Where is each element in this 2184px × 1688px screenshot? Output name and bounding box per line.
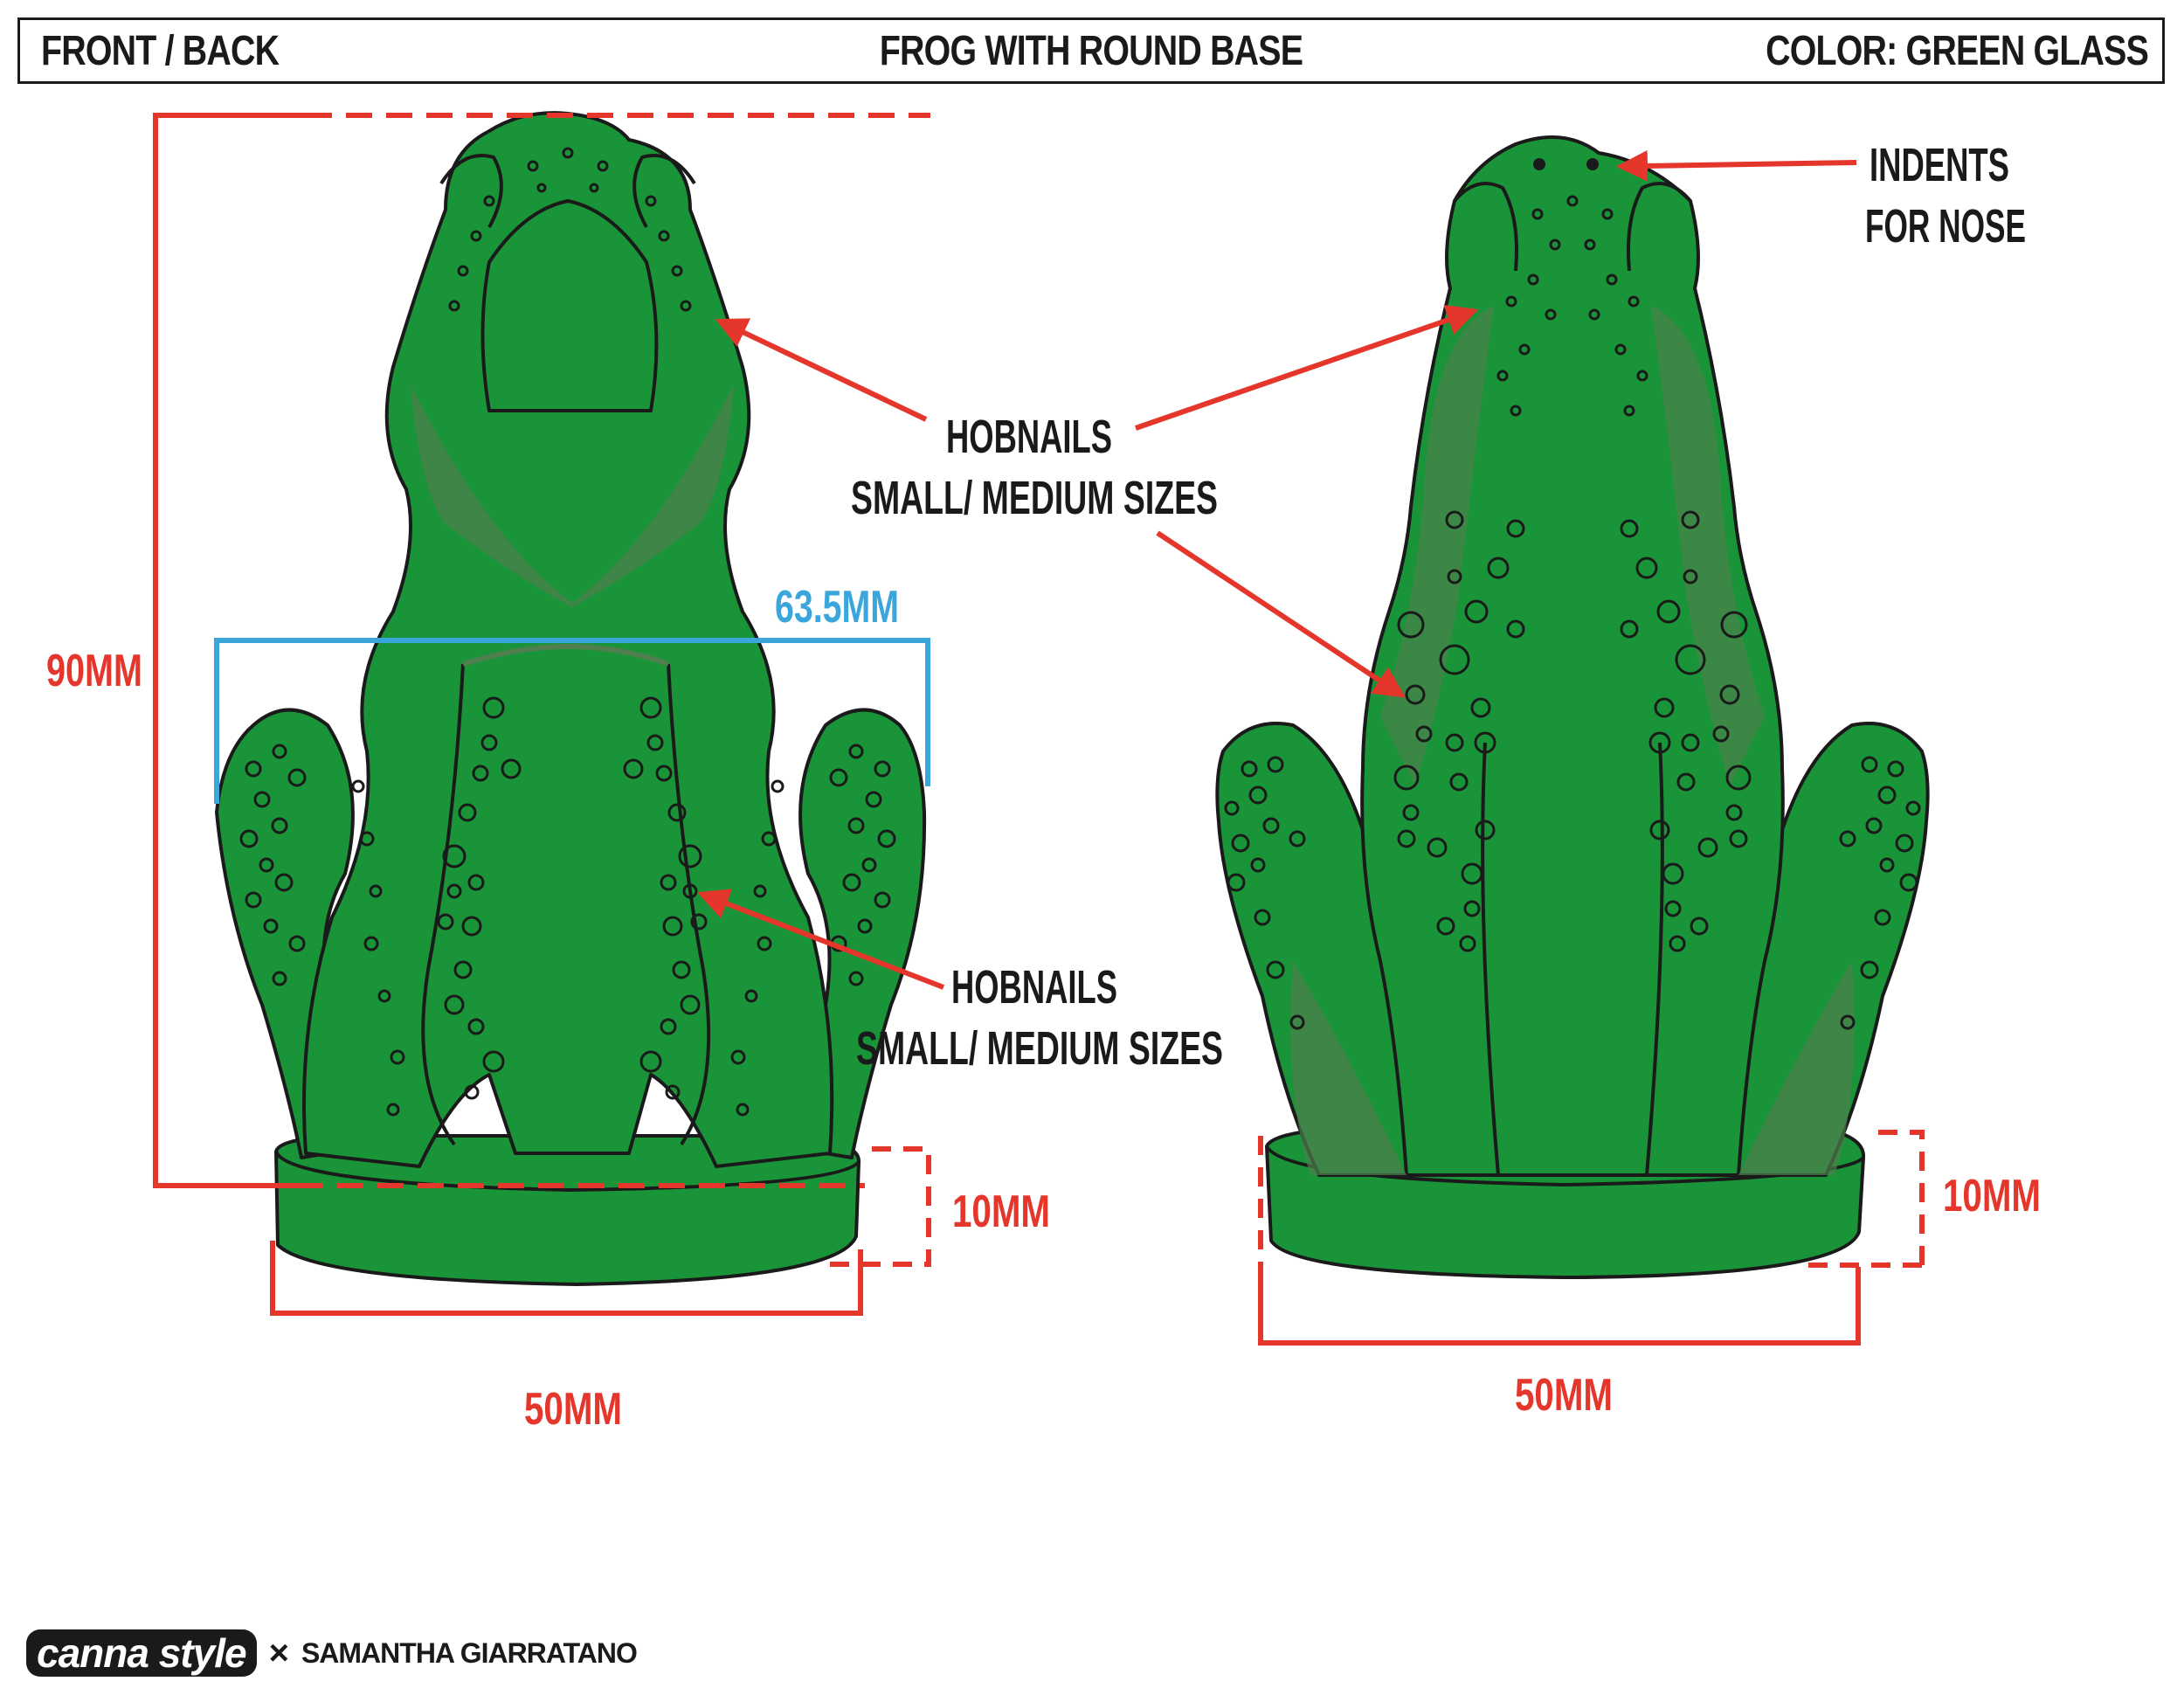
front-belly-right-line: [667, 663, 711, 1146]
callout-upper: HOBNAILS SMALL/ MEDIUM SIZES: [851, 411, 1218, 524]
back-base-height-dimension: [1808, 1130, 1925, 1268]
view-label: FRONT / BACK: [41, 28, 280, 74]
back-right-shade: [1651, 306, 1765, 786]
back-spine-left: [1481, 742, 1500, 1176]
back-base-width-dimension: [1258, 1136, 1861, 1346]
back-frog-illustration: [1215, 135, 1930, 1279]
back-head-left: [1453, 182, 1518, 272]
callout-nose: INDENTS FOR NOSE: [1865, 139, 2026, 253]
front-eye-right: [632, 154, 696, 228]
back-base-height-label: 10MM: [1943, 1171, 2041, 1221]
front-belly-center: [462, 644, 670, 667]
front-height-dimension: [153, 113, 930, 1188]
back-hobnails: [1224, 195, 1921, 1030]
front-head-line: [480, 199, 659, 412]
arrow-front-head: [715, 318, 928, 422]
nose-indent-right: [1586, 158, 1599, 170]
back-hind-right-shade: [1738, 961, 1855, 1175]
arrow-back-body: [1156, 530, 1406, 698]
back-spine-right: [1645, 742, 1664, 1176]
callout-lower-line1: HOBNAILS: [951, 961, 1117, 1013]
arrow-nose: [1616, 149, 1857, 182]
front-hobnails: [239, 147, 896, 1117]
front-frog-illustration: [215, 111, 927, 1286]
front-height-label: 90MM: [46, 646, 142, 696]
collaboration-x: ×: [268, 1633, 289, 1672]
front-width-label: 63.5MM: [775, 582, 899, 633]
callout-upper-line1: HOBNAILS: [946, 411, 1112, 463]
callout-arrows: [697, 149, 1857, 990]
back-base-width-label: 50MM: [1515, 1370, 1613, 1421]
front-base-width-dimension: [270, 1241, 863, 1316]
back-hind-left-shade: [1290, 961, 1406, 1175]
page-title: FROG WITH ROUND BASE: [879, 28, 1303, 74]
color-spec: COLOR: GREEN GLASS: [1766, 28, 2149, 74]
front-width-dimension: [214, 638, 930, 804]
arrow-front-belly: [697, 889, 945, 990]
nose-indent-left: [1533, 158, 1545, 170]
callout-nose-line2: FOR NOSE: [1865, 200, 2026, 253]
front-base-rim: [274, 1151, 860, 1192]
brand-logo: canna style: [26, 1629, 257, 1678]
callout-upper-line2: SMALL/ MEDIUM SIZES: [851, 472, 1218, 524]
back-left-shade: [1380, 306, 1494, 786]
front-belly-left-line: [421, 663, 465, 1146]
front-base-height-label: 10MM: [952, 1186, 1050, 1237]
footer: canna style × SAMANTHA GIARRATANO: [26, 1627, 638, 1679]
back-head-right: [1627, 182, 1692, 272]
callout-lower: HOBNAILS SMALL/ MEDIUM SIZES: [856, 961, 1223, 1075]
callout-lower-line2: SMALL/ MEDIUM SIZES: [856, 1022, 1223, 1075]
front-chest-shading: [411, 384, 734, 607]
designer-name: SAMANTHA GIARRATANO: [301, 1636, 638, 1669]
title-bar: FRONT / BACK FROG WITH ROUND BASE COLOR:…: [17, 17, 2165, 84]
front-eye-left: [439, 154, 503, 228]
front-base-width-label: 50MM: [524, 1384, 622, 1435]
front-base-height-dimension: [830, 1146, 931, 1267]
callout-nose-line1: INDENTS: [1870, 139, 2009, 191]
arrow-back-head: [1135, 304, 1479, 431]
